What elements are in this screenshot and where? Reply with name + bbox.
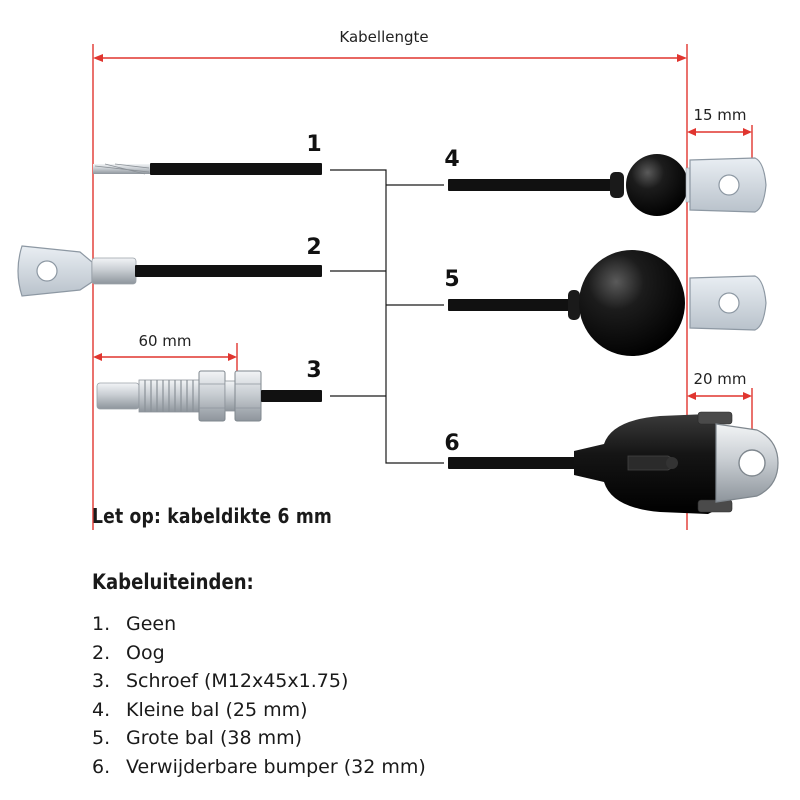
legend-item-label: Schroef (M12x45x1.75) (126, 670, 349, 692)
cable-ends-diagram: Kabellengte 15 mm 60 mm 20 mm 1 2 (17, 28, 779, 530)
legend-item-number: 1. (92, 613, 111, 635)
cable-thickness-note: Let op: kabeldikte 6 mm (92, 504, 333, 528)
cable-number-3: 3 (306, 358, 321, 383)
legend-item-label: Kleine bal (25 mm) (126, 698, 308, 721)
dimension-20mm-label: 20 mm (693, 370, 746, 388)
legend-item: 4. Kleine bal (25 mm) (92, 696, 426, 725)
cable-number-6: 6 (444, 431, 459, 456)
legend-item-number: 2. (92, 641, 111, 664)
legend-item-label: Grote bal (38 mm) (126, 727, 303, 749)
legend-item: 6. Verwijderbare bumper (32 mm) (92, 753, 426, 782)
legend-item-number: 4. (92, 698, 111, 721)
legend-item: 5. Grote bal (38 mm) (92, 724, 426, 753)
legend-item-number: 3. (92, 670, 111, 692)
cable-number-5: 5 (444, 267, 459, 292)
cable-ends-legend: 1. Geen 2. Oog 3. Schroef (M12x45x1.75) 4. K… (92, 610, 426, 781)
legend-item: 2. Oog (92, 639, 426, 668)
legend-item-label: Verwijderbare bumper (32 mm) (126, 755, 426, 778)
cable-3-screw-end (96, 370, 322, 422)
cable-length-label: Kabellengte (339, 28, 428, 46)
cable-5-large-ball-end (448, 250, 767, 356)
dimension-60mm-label: 60 mm (138, 332, 191, 350)
legend-item-label: Oog (126, 641, 165, 664)
cable-1-bare-end (93, 163, 322, 175)
legend-item-number: 6. (92, 755, 111, 778)
legend-item: 1. Geen (92, 610, 426, 639)
cable-2-eye-end (17, 245, 322, 297)
legend-item-label: Geen (126, 613, 177, 635)
legend-title: Kabeluiteinden: (92, 570, 254, 594)
connector-lines (330, 169, 444, 464)
cable-number-4: 4 (444, 147, 459, 172)
legend-item-number: 5. (92, 727, 111, 749)
cable-number-2: 2 (306, 235, 321, 260)
dimension-15mm-label: 15 mm (693, 106, 746, 124)
cable-4-small-ball-end (448, 154, 767, 216)
cable-6-bumper-end (448, 411, 779, 514)
cable-number-1: 1 (306, 132, 321, 157)
legend-item: 3. Schroef (M12x45x1.75) (92, 667, 426, 696)
